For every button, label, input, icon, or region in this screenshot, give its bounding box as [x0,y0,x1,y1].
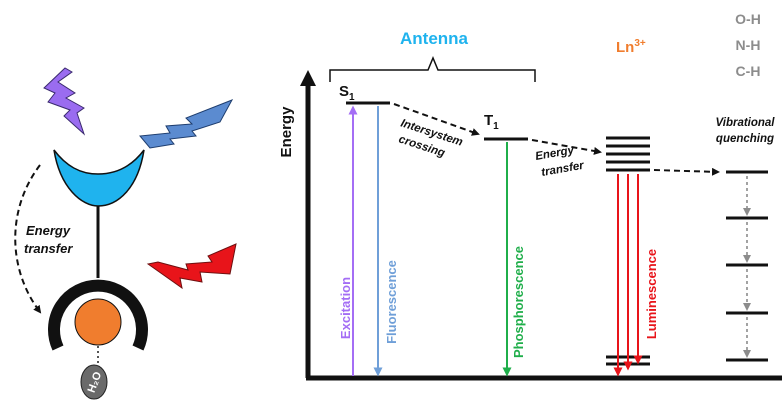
antenna-crescent-shape [53,149,145,207]
energy-transfer-arrow [531,139,602,155]
vibrational-label-line2: quenching [716,133,774,145]
energy-transfer-diagram-line1: Energy [534,144,575,163]
fluorescence-label: Fluorescence [384,260,399,344]
red-lightning-icon [146,243,237,290]
oscillator-ch: C-H [736,63,761,79]
ligand-cage [48,279,148,351]
molecule-schematic: H₂O Energy transfer [14,67,237,400]
energy-transfer-curve-arrow [14,164,42,314]
oscillator-oh: O-H [735,11,761,27]
oscillator-nh: N-H [736,37,761,53]
energy-transfer-diagram-line2: transfer [540,160,585,179]
blue-lightning-icon [139,99,234,149]
lanthanide-ion [74,298,122,346]
excitation-label: Excitation [338,277,353,339]
t1-label: T1 [484,112,499,132]
energy-axis-label: Energy [278,106,295,158]
energy-transfer-label-line1: Energy [26,223,71,238]
phosphorescence-label: Phosphorescence [511,246,526,358]
vibrational-label-line1: Vibrational [716,117,776,129]
antenna-label: Antenna [400,29,469,48]
energy-diagram: Energy Antenna Ln3+ O-H N-H C-H S1 T1 In… [278,11,782,381]
luminescence-label: Luminescence [644,249,659,339]
s1-label: S1 [339,83,355,103]
energy-axis-arrowhead [300,70,316,86]
purple-lightning-icon [43,67,86,136]
lanthanide-label: Ln3+ [616,38,646,56]
antenna-bracket [329,56,536,82]
lanthanide-excited-levels [606,136,650,172]
vibrational-levels [726,170,768,362]
intersystem-crossing-arrow [393,103,480,136]
water-molecule [80,364,108,400]
vibrational-transfer-arrow [653,167,720,176]
energy-transfer-label-line2: transfer [24,241,73,256]
